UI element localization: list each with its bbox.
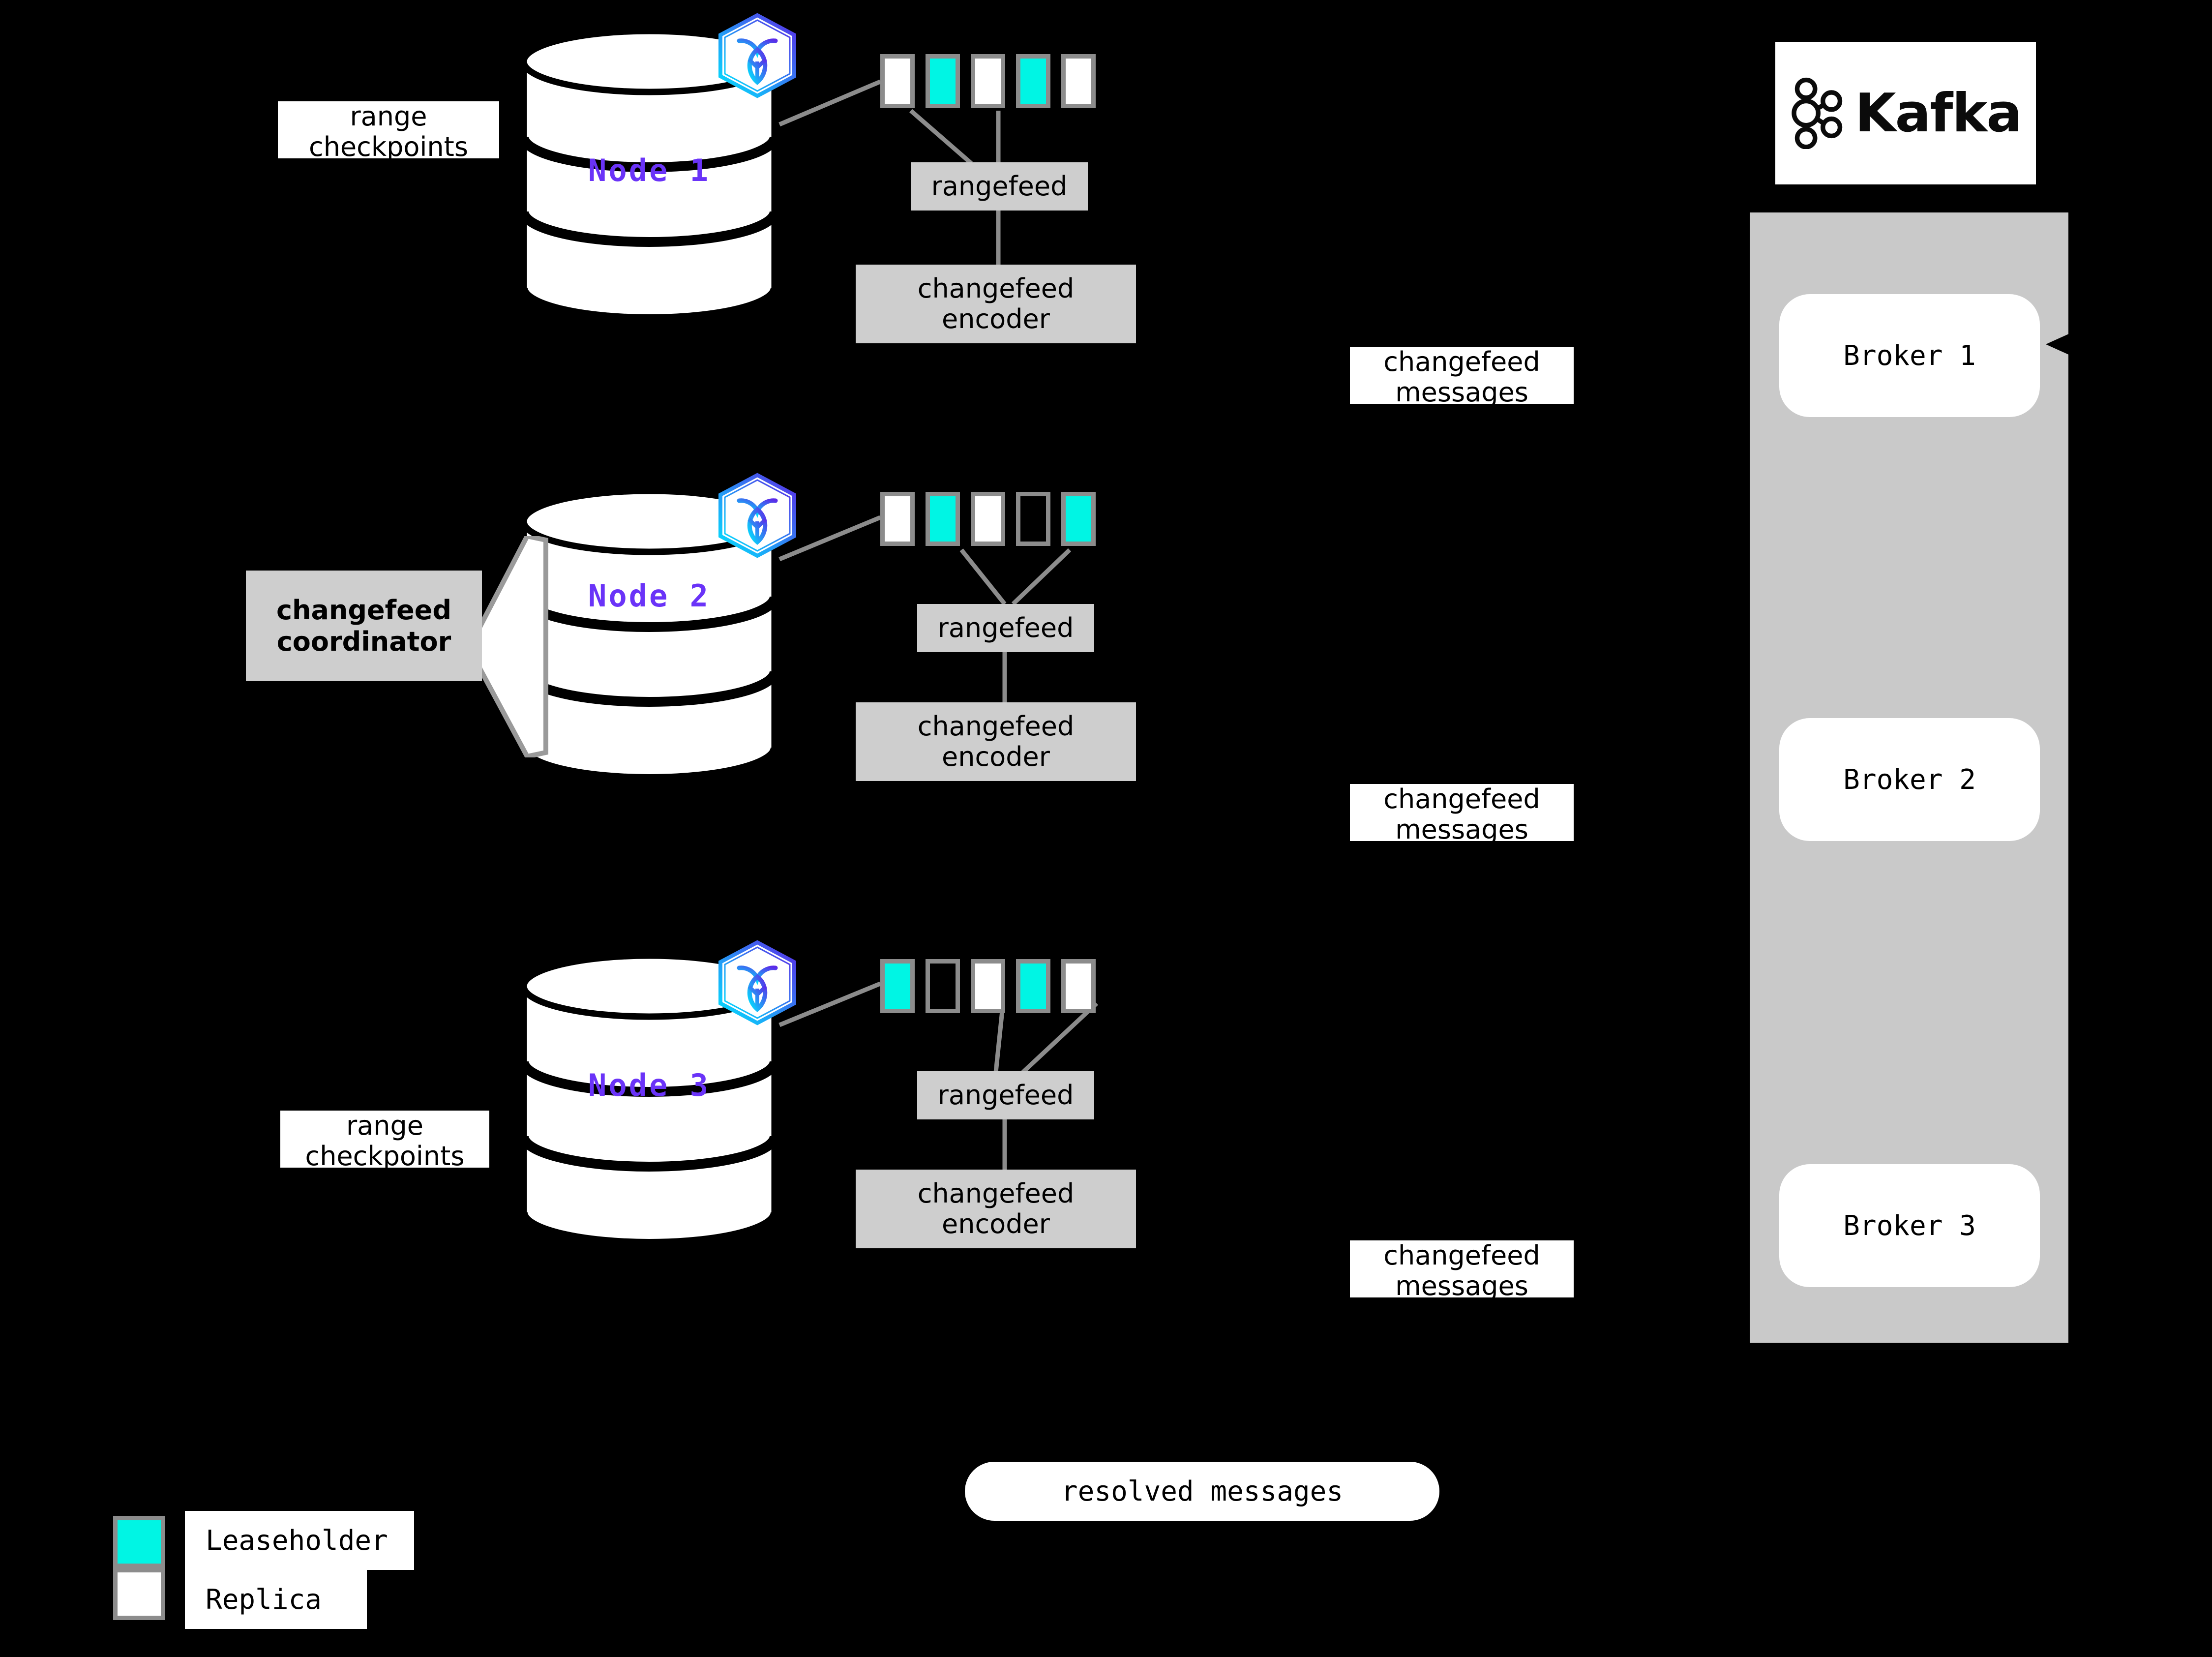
encoder-label-line2: encoder xyxy=(942,741,1050,772)
encoder-label-line1: changefeed xyxy=(917,1178,1075,1209)
node-3-ranges xyxy=(880,959,1096,1013)
node-1-changefeed-encoder[interactable]: changefeed encoder xyxy=(856,265,1136,343)
range-leaseholder[interactable] xyxy=(926,54,960,108)
node-1-cylinder: Node 1 xyxy=(519,25,779,325)
range-leaseholder[interactable] xyxy=(926,492,960,546)
range-leaseholder[interactable] xyxy=(1016,54,1050,108)
range-replica[interactable] xyxy=(1061,54,1096,108)
node-3-changefeed-encoder[interactable]: changefeed encoder xyxy=(856,1170,1136,1248)
node-1-changefeed-messages-label: changefeed messages xyxy=(1350,347,1574,404)
changefeed-coordinator-pointer xyxy=(472,536,548,757)
messages-line2: messages xyxy=(1395,377,1528,404)
node-2-changefeed-encoder[interactable]: changefeed encoder xyxy=(856,702,1136,781)
node-3-label: Node 3 xyxy=(588,1067,710,1103)
node-1-label: Node 1 xyxy=(588,152,710,188)
encoder-label-line1: changefeed xyxy=(917,273,1075,304)
range-leaseholder[interactable] xyxy=(1061,492,1096,546)
checkpoints-line1: range xyxy=(350,101,427,132)
broker-2-box[interactable]: Broker 2 xyxy=(1779,718,2040,841)
node-1-ranges xyxy=(880,54,1096,108)
coordinator-line1: changefeed xyxy=(276,594,451,626)
broker-1-box[interactable]: Broker 1 xyxy=(1779,294,2040,417)
encoder-label-line2: encoder xyxy=(942,1208,1050,1239)
changefeed-coordinator-box[interactable]: changefeed coordinator xyxy=(246,571,482,681)
cockroachdb-hexagon-icon xyxy=(716,472,799,559)
node-3-changefeed-messages-label: changefeed messages xyxy=(1350,1240,1574,1297)
legend-label-leaseholder: Leaseholder xyxy=(185,1511,414,1570)
coordinator-line2: coordinator xyxy=(276,626,451,657)
range-replica[interactable] xyxy=(971,54,1005,108)
range-leaseholder[interactable] xyxy=(880,959,915,1013)
broker-label: Broker 2 xyxy=(1843,763,1976,796)
legend-text: Leaseholder xyxy=(206,1524,388,1557)
range-unavailable[interactable] xyxy=(926,959,960,1013)
encoder-label-line2: encoder xyxy=(942,303,1050,334)
cockroachdb-hexagon-icon xyxy=(716,939,799,1026)
kafka-wordmark: Kafka xyxy=(1854,82,2022,144)
encoder-label-line1: changefeed xyxy=(917,711,1075,742)
kafka-inbound-arrow-icon xyxy=(2046,331,2076,358)
node-3-range-checkpoints-label: range checkpoints xyxy=(280,1111,489,1168)
messages-line1: changefeed xyxy=(1383,1240,1540,1271)
legend-swatch-replica xyxy=(113,1568,165,1620)
range-replica[interactable] xyxy=(971,492,1005,546)
node-2-ranges xyxy=(880,492,1096,546)
messages-line2: messages xyxy=(1395,1270,1528,1297)
broker-label: Broker 3 xyxy=(1843,1209,1976,1242)
checkpoints-line2: checkpoints xyxy=(309,131,468,158)
range-leaseholder[interactable] xyxy=(1016,959,1050,1013)
node-2-rangefeed[interactable]: rangefeed xyxy=(917,604,1094,652)
cockroachdb-hexagon-icon xyxy=(716,12,799,99)
range-unavailable[interactable] xyxy=(1016,492,1050,546)
node-3-cylinder: Node 3 xyxy=(519,949,779,1249)
rangefeed-label: rangefeed xyxy=(937,612,1074,644)
legend-label-replica: Replica xyxy=(185,1570,367,1629)
range-replica[interactable] xyxy=(971,959,1005,1013)
rangefeed-label: rangefeed xyxy=(937,1080,1074,1111)
broker-3-box[interactable]: Broker 3 xyxy=(1779,1164,2040,1287)
node-3-rangefeed[interactable]: rangefeed xyxy=(917,1071,1094,1119)
range-replica[interactable] xyxy=(880,54,915,108)
range-replica[interactable] xyxy=(880,492,915,546)
checkpoints-line2: checkpoints xyxy=(305,1141,465,1168)
node-2-changefeed-messages-label: changefeed messages xyxy=(1350,784,1574,841)
broker-label: Broker 1 xyxy=(1843,339,1976,372)
messages-line1: changefeed xyxy=(1383,347,1540,377)
node-2-label: Node 2 xyxy=(588,578,710,614)
legend-text: Replica xyxy=(206,1583,322,1616)
range-replica[interactable] xyxy=(1061,959,1096,1013)
rangefeed-label: rangefeed xyxy=(931,171,1068,202)
kafka-logo-icon xyxy=(1792,77,1843,149)
messages-line1: changefeed xyxy=(1383,784,1540,814)
node-1-rangefeed[interactable]: rangefeed xyxy=(911,162,1088,211)
resolved-messages-pill: resolved messages xyxy=(965,1462,1439,1521)
legend-swatch-leaseholder xyxy=(113,1516,165,1568)
node-1-range-checkpoints-label: range checkpoints xyxy=(278,101,499,158)
checkpoints-line1: range xyxy=(346,1111,424,1141)
resolved-messages-label: resolved messages xyxy=(1061,1475,1344,1507)
kafka-logo-panel: Kafka xyxy=(1775,42,2036,184)
messages-line2: messages xyxy=(1395,814,1528,841)
